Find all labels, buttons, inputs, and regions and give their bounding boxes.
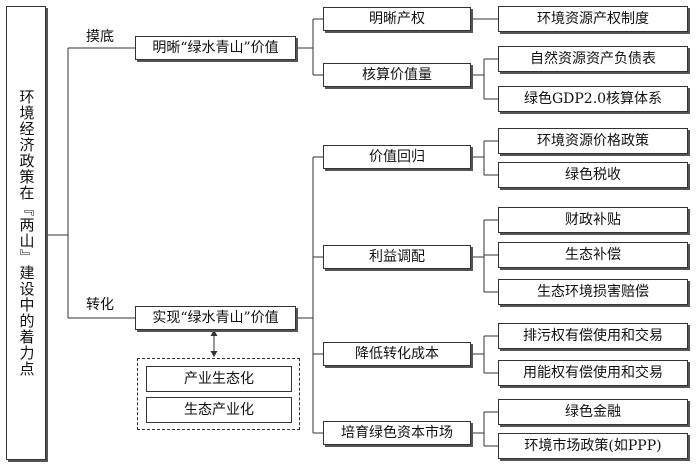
leaf-damage-compensation: 生态环境损害赔偿	[498, 279, 688, 305]
group-label: 降低转化成本	[355, 346, 439, 362]
root-label: 环境经济政策在『两山』建设中的着力点	[17, 89, 36, 377]
group-label: 核算价值量	[362, 67, 432, 83]
leaf-label: 绿色税收	[565, 167, 621, 183]
branch-clarify-value: 明晰“绿水青山”价值	[135, 36, 296, 60]
group-label: 培育绿色资本市场	[341, 425, 453, 441]
leaf-green-gdp: 绿色GDP2.0核算体系	[498, 86, 688, 112]
group-green-capital-market: 培育绿色资本市场	[323, 421, 471, 445]
leaf-label: 环境资源产权制度	[537, 11, 649, 27]
leaf-price-policy: 环境资源价格政策	[498, 128, 688, 154]
branch-clarify-value-label: 明晰“绿水青山”价值	[152, 40, 279, 56]
leaf-market-policy: 环境市场政策(如PPP)	[498, 433, 688, 459]
group-benefit-allocation: 利益调配	[323, 245, 471, 269]
leaf-energy-trading: 用能权有偿使用和交易	[498, 360, 688, 386]
group-label: 明晰产权	[369, 11, 425, 27]
leaf-property-rights-system: 环境资源产权制度	[498, 6, 688, 32]
leaf-ecological-compensation: 生态补偿	[498, 242, 688, 268]
side-item-industry-ecologization: 产业生态化	[146, 366, 292, 392]
side-item-label: 产业生态化	[184, 371, 254, 387]
group-value-accounting: 核算价值量	[323, 63, 471, 87]
root-node: 环境经济政策在『两山』建设中的着力点	[6, 6, 46, 460]
leaf-green-finance: 绿色金融	[498, 399, 688, 425]
leaf-label: 绿色GDP2.0核算体系	[523, 91, 663, 107]
leaf-label: 自然资源资产负债表	[530, 51, 656, 67]
branch-realize-value-label: 实现“绿水青山”价值	[152, 310, 279, 326]
leaf-label: 环境资源价格政策	[537, 133, 649, 149]
edge-label-transform: 转化	[86, 297, 114, 313]
leaf-label: 排污权有偿使用和交易	[523, 328, 663, 344]
leaf-fiscal-subsidy: 财政补贴	[498, 207, 688, 233]
group-label: 利益调配	[369, 249, 425, 265]
leaf-balance-sheet: 自然资源资产负债表	[498, 46, 688, 72]
leaf-label: 生态补偿	[565, 247, 621, 263]
leaf-label: 绿色金融	[565, 404, 621, 420]
group-label: 价值回归	[369, 149, 425, 165]
group-value-return: 价值回归	[323, 145, 471, 169]
leaf-label: 用能权有偿使用和交易	[523, 365, 663, 381]
branch-realize-value: 实现“绿水青山”价值	[135, 306, 296, 330]
side-group	[137, 358, 300, 430]
leaf-label: 环境市场政策(如PPP)	[524, 438, 662, 454]
leaf-label: 生态环境损害赔偿	[537, 284, 649, 300]
side-item-label: 生态产业化	[184, 402, 254, 418]
leaf-label: 财政补贴	[565, 212, 621, 228]
edge-label-mode: 摸底	[86, 29, 114, 45]
group-reduce-cost: 降低转化成本	[323, 342, 471, 366]
leaf-emission-trading: 排污权有偿使用和交易	[498, 323, 688, 349]
group-property-rights: 明晰产权	[323, 7, 471, 31]
side-item-ecology-industrialization: 生态产业化	[146, 397, 292, 423]
leaf-green-tax: 绿色税收	[498, 162, 688, 188]
